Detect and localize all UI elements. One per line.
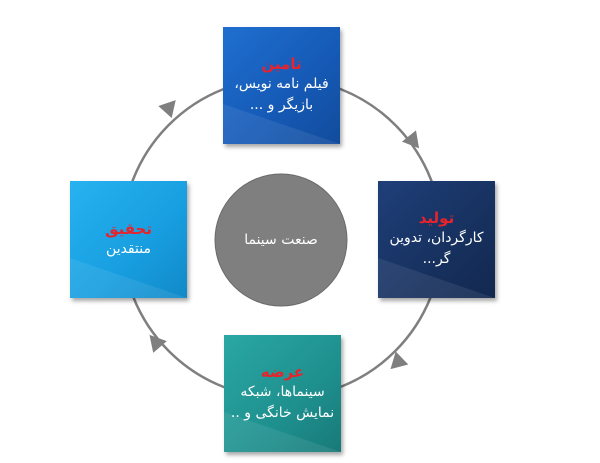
- stage-title-production: تولید: [418, 209, 455, 227]
- stage-box-production: تولید کارگردان، تدوین گر...: [378, 181, 495, 298]
- arrow-head-bottom-right: [390, 351, 409, 370]
- stage-title-distribution: عرضه: [260, 363, 305, 381]
- center-label: صنعت سینما: [244, 232, 318, 248]
- stage-box-supply: تامین فیلم نامه نویس، بازیگر و ...: [223, 27, 340, 144]
- arrow-head-top-left: [158, 100, 176, 119]
- stage-text-supply-line2: بازیگر و ...: [249, 97, 314, 113]
- stage-text-supply-line1: فیلم نامه نویس،: [234, 76, 329, 92]
- stage-text-production-line2: گر...: [422, 251, 451, 267]
- stage-text-production-line1: کارگردان، تدوین: [389, 230, 484, 246]
- stage-box-research: تحقیق منتقدین: [70, 181, 187, 298]
- stage-text-distribution-line1: سینماها، شبکه: [240, 384, 325, 400]
- stage-title-research: تحقیق: [105, 219, 152, 238]
- arrow-head-bottom-left: [149, 334, 167, 353]
- center-circle: [214, 173, 348, 307]
- stage-box-distribution: عرضه سینماها، شبکه نمایش خانگی و ..: [224, 335, 341, 452]
- stage-text-research-line1: منتقدین: [106, 240, 151, 257]
- arrow-head-top-right: [402, 130, 420, 149]
- stage-title-supply: تامین: [261, 55, 302, 73]
- stage-text-distribution-line2: نمایش خانگی و ..: [230, 405, 335, 421]
